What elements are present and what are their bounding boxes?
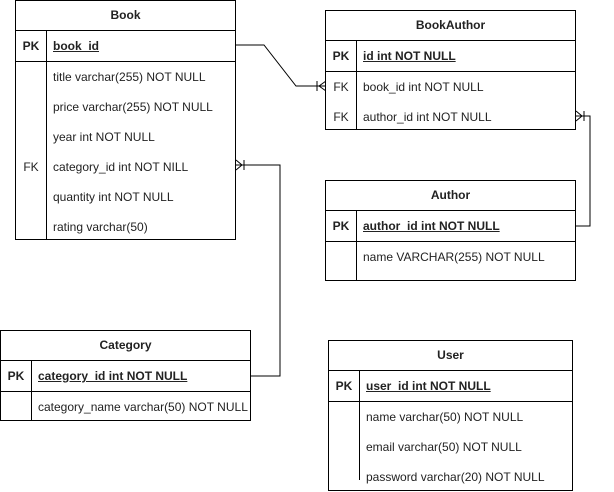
field-label: book_id int NOT NULL: [363, 80, 484, 94]
pk-row: PK user_id int NOT NULL: [329, 371, 572, 402]
table-category[interactable]: Category PK category_id int NOT NULL cat…: [0, 330, 251, 421]
column-divider: [359, 371, 360, 480]
pk-row: PK book_id: [16, 31, 235, 62]
column-divider: [356, 211, 357, 280]
pk-field: category_id int NOT NULL: [38, 369, 188, 383]
field-label: quantity int NOT NULL: [53, 190, 174, 204]
field-row: password varchar(20) NOT NULL: [329, 462, 572, 492]
pk-label: PK: [22, 39, 40, 53]
pk-field: id int NOT NULL: [363, 49, 456, 63]
key-label: [329, 402, 359, 432]
field-label: email varchar(50) NOT NULL: [366, 440, 522, 454]
relation-category-book: [236, 164, 281, 377]
key-label: [16, 92, 46, 122]
field-row: year int NOT NULL: [16, 122, 235, 152]
pk-label: PK: [332, 49, 350, 63]
table-author[interactable]: Author PK author_id int NOT NULL name VA…: [325, 180, 576, 281]
key-label: FK: [23, 160, 39, 174]
pk-row: PK category_id int NOT NULL: [1, 361, 250, 392]
field-row: FK author_id int NOT NULL: [326, 102, 575, 132]
table-title: Author: [326, 181, 575, 211]
table-title: Category: [1, 331, 250, 361]
field-row: price varchar(255) NOT NULL: [16, 92, 235, 122]
field-label: author_id int NOT NULL: [363, 110, 492, 124]
key-label: [16, 122, 46, 152]
pk-field: book_id: [53, 39, 100, 53]
field-label: name VARCHAR(255) NOT NULL: [363, 250, 545, 264]
field-row: FK book_id int NOT NULL: [326, 72, 575, 102]
field-label: category_name varchar(50) NOT NULL: [38, 400, 248, 414]
table-title: User: [329, 341, 572, 371]
field-row: rating varchar(50): [16, 212, 235, 242]
table-title: BookAuthor: [326, 11, 575, 41]
column-divider: [31, 361, 32, 420]
field-label: category_id int NOT NILL: [53, 160, 189, 174]
crows-foot-icon: [575, 110, 585, 122]
column-divider: [46, 31, 47, 239]
crows-foot-icon: [316, 80, 327, 92]
pk-row: PK author_id int NOT NULL: [326, 211, 575, 242]
field-label: rating varchar(50): [53, 220, 148, 234]
table-bookauthor[interactable]: BookAuthor PK id int NOT NULL FK book_id …: [325, 10, 576, 130]
pk-field: user_id int NOT NULL: [366, 379, 491, 393]
key-label: [329, 462, 359, 492]
pk-field: author_id int NOT NULL: [363, 219, 500, 233]
table-book[interactable]: Book PK book_id title varchar(255) NOT N…: [15, 0, 236, 240]
pk-label: PK: [332, 219, 350, 233]
table-title: Book: [16, 1, 235, 31]
relation-author-bookauthor: [576, 115, 591, 227]
key-label: [16, 182, 46, 212]
field-label: year int NOT NULL: [53, 130, 155, 144]
key-label: FK: [333, 110, 349, 124]
column-divider: [356, 41, 357, 129]
field-label: title varchar(255) NOT NULL: [53, 70, 206, 84]
field-label: name varchar(50) NOT NULL: [366, 410, 524, 424]
pk-label: PK: [335, 379, 353, 393]
field-row: name VARCHAR(255) NOT NULL: [326, 242, 575, 272]
field-row: name varchar(50) NOT NULL: [329, 402, 572, 432]
field-row: title varchar(255) NOT NULL: [16, 62, 235, 92]
table-user[interactable]: User PK user_id int NOT NULL name varcha…: [328, 340, 573, 491]
key-label: [326, 242, 356, 272]
field-label: password varchar(20) NOT NULL: [366, 470, 545, 484]
relation-book-bookauthor: [236, 44, 326, 87]
field-row: FK category_id int NOT NILL: [16, 152, 235, 182]
pk-row: PK id int NOT NULL: [326, 41, 575, 72]
key-label: [16, 62, 46, 92]
field-label: price varchar(255) NOT NULL: [53, 100, 213, 114]
key-label: [329, 432, 359, 462]
crows-foot-icon: [235, 159, 245, 171]
key-label: [1, 392, 31, 422]
field-row: category_name varchar(50) NOT NULL: [1, 392, 250, 422]
key-label: [16, 212, 46, 242]
key-label: FK: [333, 80, 349, 94]
pk-label: PK: [7, 369, 25, 383]
field-row: email varchar(50) NOT NULL: [329, 432, 572, 462]
field-row: quantity int NOT NULL: [16, 182, 235, 212]
